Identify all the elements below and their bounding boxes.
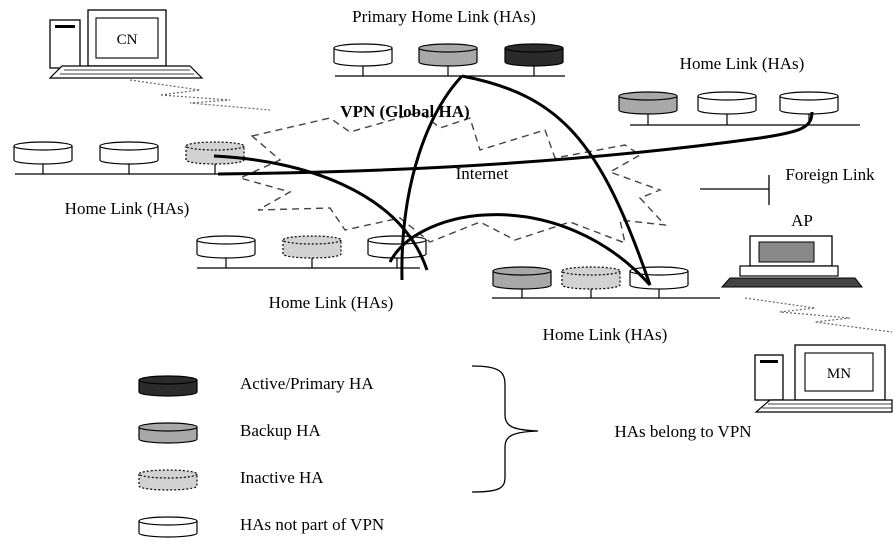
home-link-left-label: Home Link (HAs) [65, 199, 190, 218]
cn-wireless-link [129, 79, 271, 111]
legend: Active/Primary HA Backup HA Inactive HA HAs… [138, 374, 384, 538]
ha-primary-3 [504, 43, 564, 76]
cn-computer: CN [48, 9, 204, 79]
ha-bottom-1 [492, 266, 552, 298]
ha-center-3 [367, 235, 427, 268]
ap-keyboard [720, 277, 864, 288]
legend-icon-active [138, 375, 198, 397]
ha-top-right-3 [779, 91, 839, 125]
mn-label: MN [827, 366, 851, 382]
legend-icon-backup [138, 422, 198, 444]
tunnel-left-to-top-right [217, 111, 814, 176]
ha-bottom-2 [561, 266, 621, 298]
ha-center-1 [196, 235, 256, 268]
home-link-top-right-label: Home Link (HAs) [680, 54, 805, 73]
ha-left-2 [99, 141, 159, 174]
mn-wireless-link [744, 297, 893, 333]
ha-primary-2 [418, 43, 478, 76]
ha-left-1 [13, 141, 73, 174]
ap-base [739, 265, 839, 277]
internet-label: Internet [456, 164, 509, 183]
legend-label-backup: Backup HA [240, 421, 321, 440]
ha-primary-1 [333, 43, 393, 76]
mn-computer: MN [754, 344, 893, 413]
cn-label: CN [117, 32, 138, 48]
cn-keyboard [48, 65, 204, 79]
legend-icon-none [138, 516, 198, 538]
legend-label-active: Active/Primary HA [240, 374, 374, 393]
tunnel-left-to-center [213, 154, 429, 271]
ha-center-2 [282, 235, 342, 268]
vpn-global-ha-label: VPN (Global HA) [340, 102, 469, 121]
legend-label-none: HAs not part of VPN [240, 515, 384, 534]
ha-top-right-1 [618, 91, 678, 125]
ap-label: AP [791, 211, 813, 230]
ha-top-right-2 [697, 91, 757, 125]
vpn-tunnels [213, 74, 814, 287]
tunnel-primary-to-bottom-right [461, 74, 652, 286]
primary-home-link-label: Primary Home Link (HAs) [352, 7, 536, 26]
home-link-center-label: Home Link (HAs) [269, 293, 394, 312]
tunnel-center-to-bottom-right [388, 213, 652, 287]
legend-icon-inactive [138, 469, 198, 491]
home-link-bottom-label: Home Link (HAs) [543, 325, 668, 344]
legend-label-inactive: Inactive HA [240, 468, 324, 487]
foreign-link-label: Foreign Link [785, 165, 875, 184]
mn-keyboard [754, 399, 893, 413]
ap-computer [720, 235, 864, 288]
legend-brace-label: HAs belong to VPN [614, 422, 751, 441]
internet-cloud [237, 111, 667, 245]
legend-brace [471, 365, 539, 493]
